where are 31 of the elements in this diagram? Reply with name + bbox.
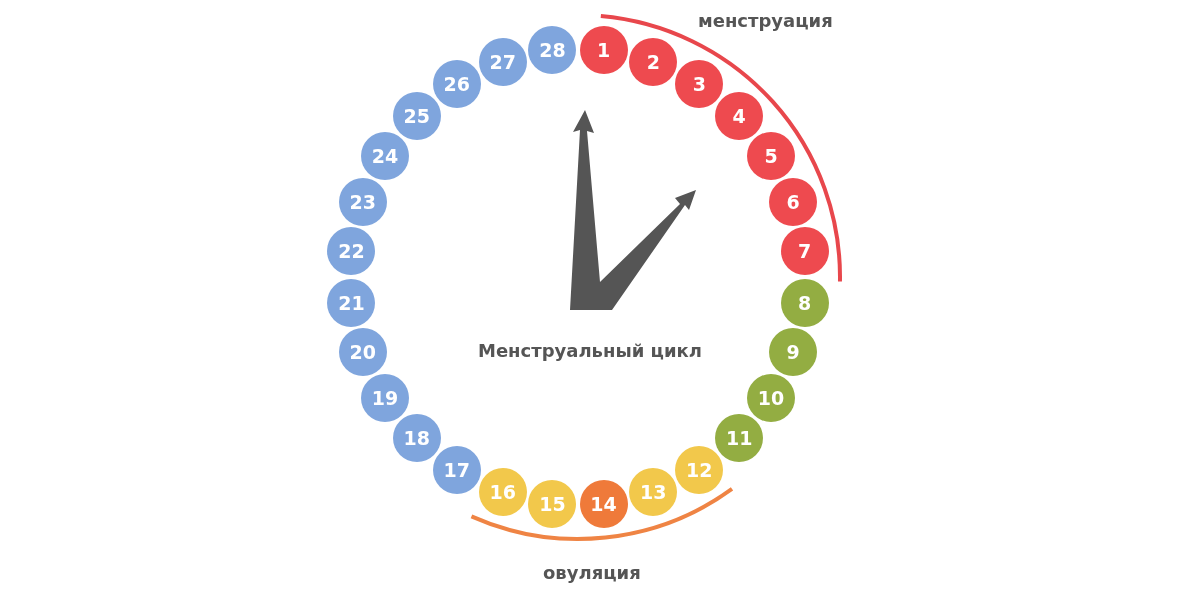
- day-circle: 20: [338, 328, 387, 377]
- day-circle: 21: [327, 278, 376, 327]
- day-circle: 5: [747, 131, 796, 180]
- day-circle: 27: [478, 37, 527, 86]
- day-circle: 23: [338, 177, 387, 226]
- bracket-label: менструация: [698, 10, 833, 31]
- day-circle: 10: [747, 374, 796, 423]
- day-circle: 19: [360, 374, 409, 423]
- day-circle: 11: [715, 414, 764, 463]
- day-circle: 2: [629, 37, 678, 86]
- day-circle: 18: [392, 414, 441, 463]
- day-circle: 17: [432, 446, 481, 495]
- day-circle: 25: [392, 91, 441, 140]
- day-circle: 22: [327, 227, 376, 276]
- day-circle: 15: [528, 479, 577, 528]
- day-circle: 12: [675, 446, 724, 495]
- day-circle: 24: [360, 131, 409, 180]
- center-label: Менструальный цикл: [478, 340, 702, 361]
- day-circle: 8: [780, 278, 829, 327]
- day-circle: 4: [715, 91, 764, 140]
- day-circle: 9: [769, 328, 818, 377]
- day-circle: 6: [769, 177, 818, 226]
- day-circle: 7: [780, 227, 829, 276]
- day-circle: 28: [528, 26, 577, 75]
- day-circle: 26: [432, 59, 481, 108]
- bracket-label: овуляция: [543, 562, 641, 583]
- day-circle: 16: [478, 468, 527, 517]
- day-circle: 3: [675, 59, 724, 108]
- day-circle: 13: [629, 468, 678, 517]
- day-circle: 1: [579, 26, 628, 75]
- day-circle: 14: [579, 479, 628, 528]
